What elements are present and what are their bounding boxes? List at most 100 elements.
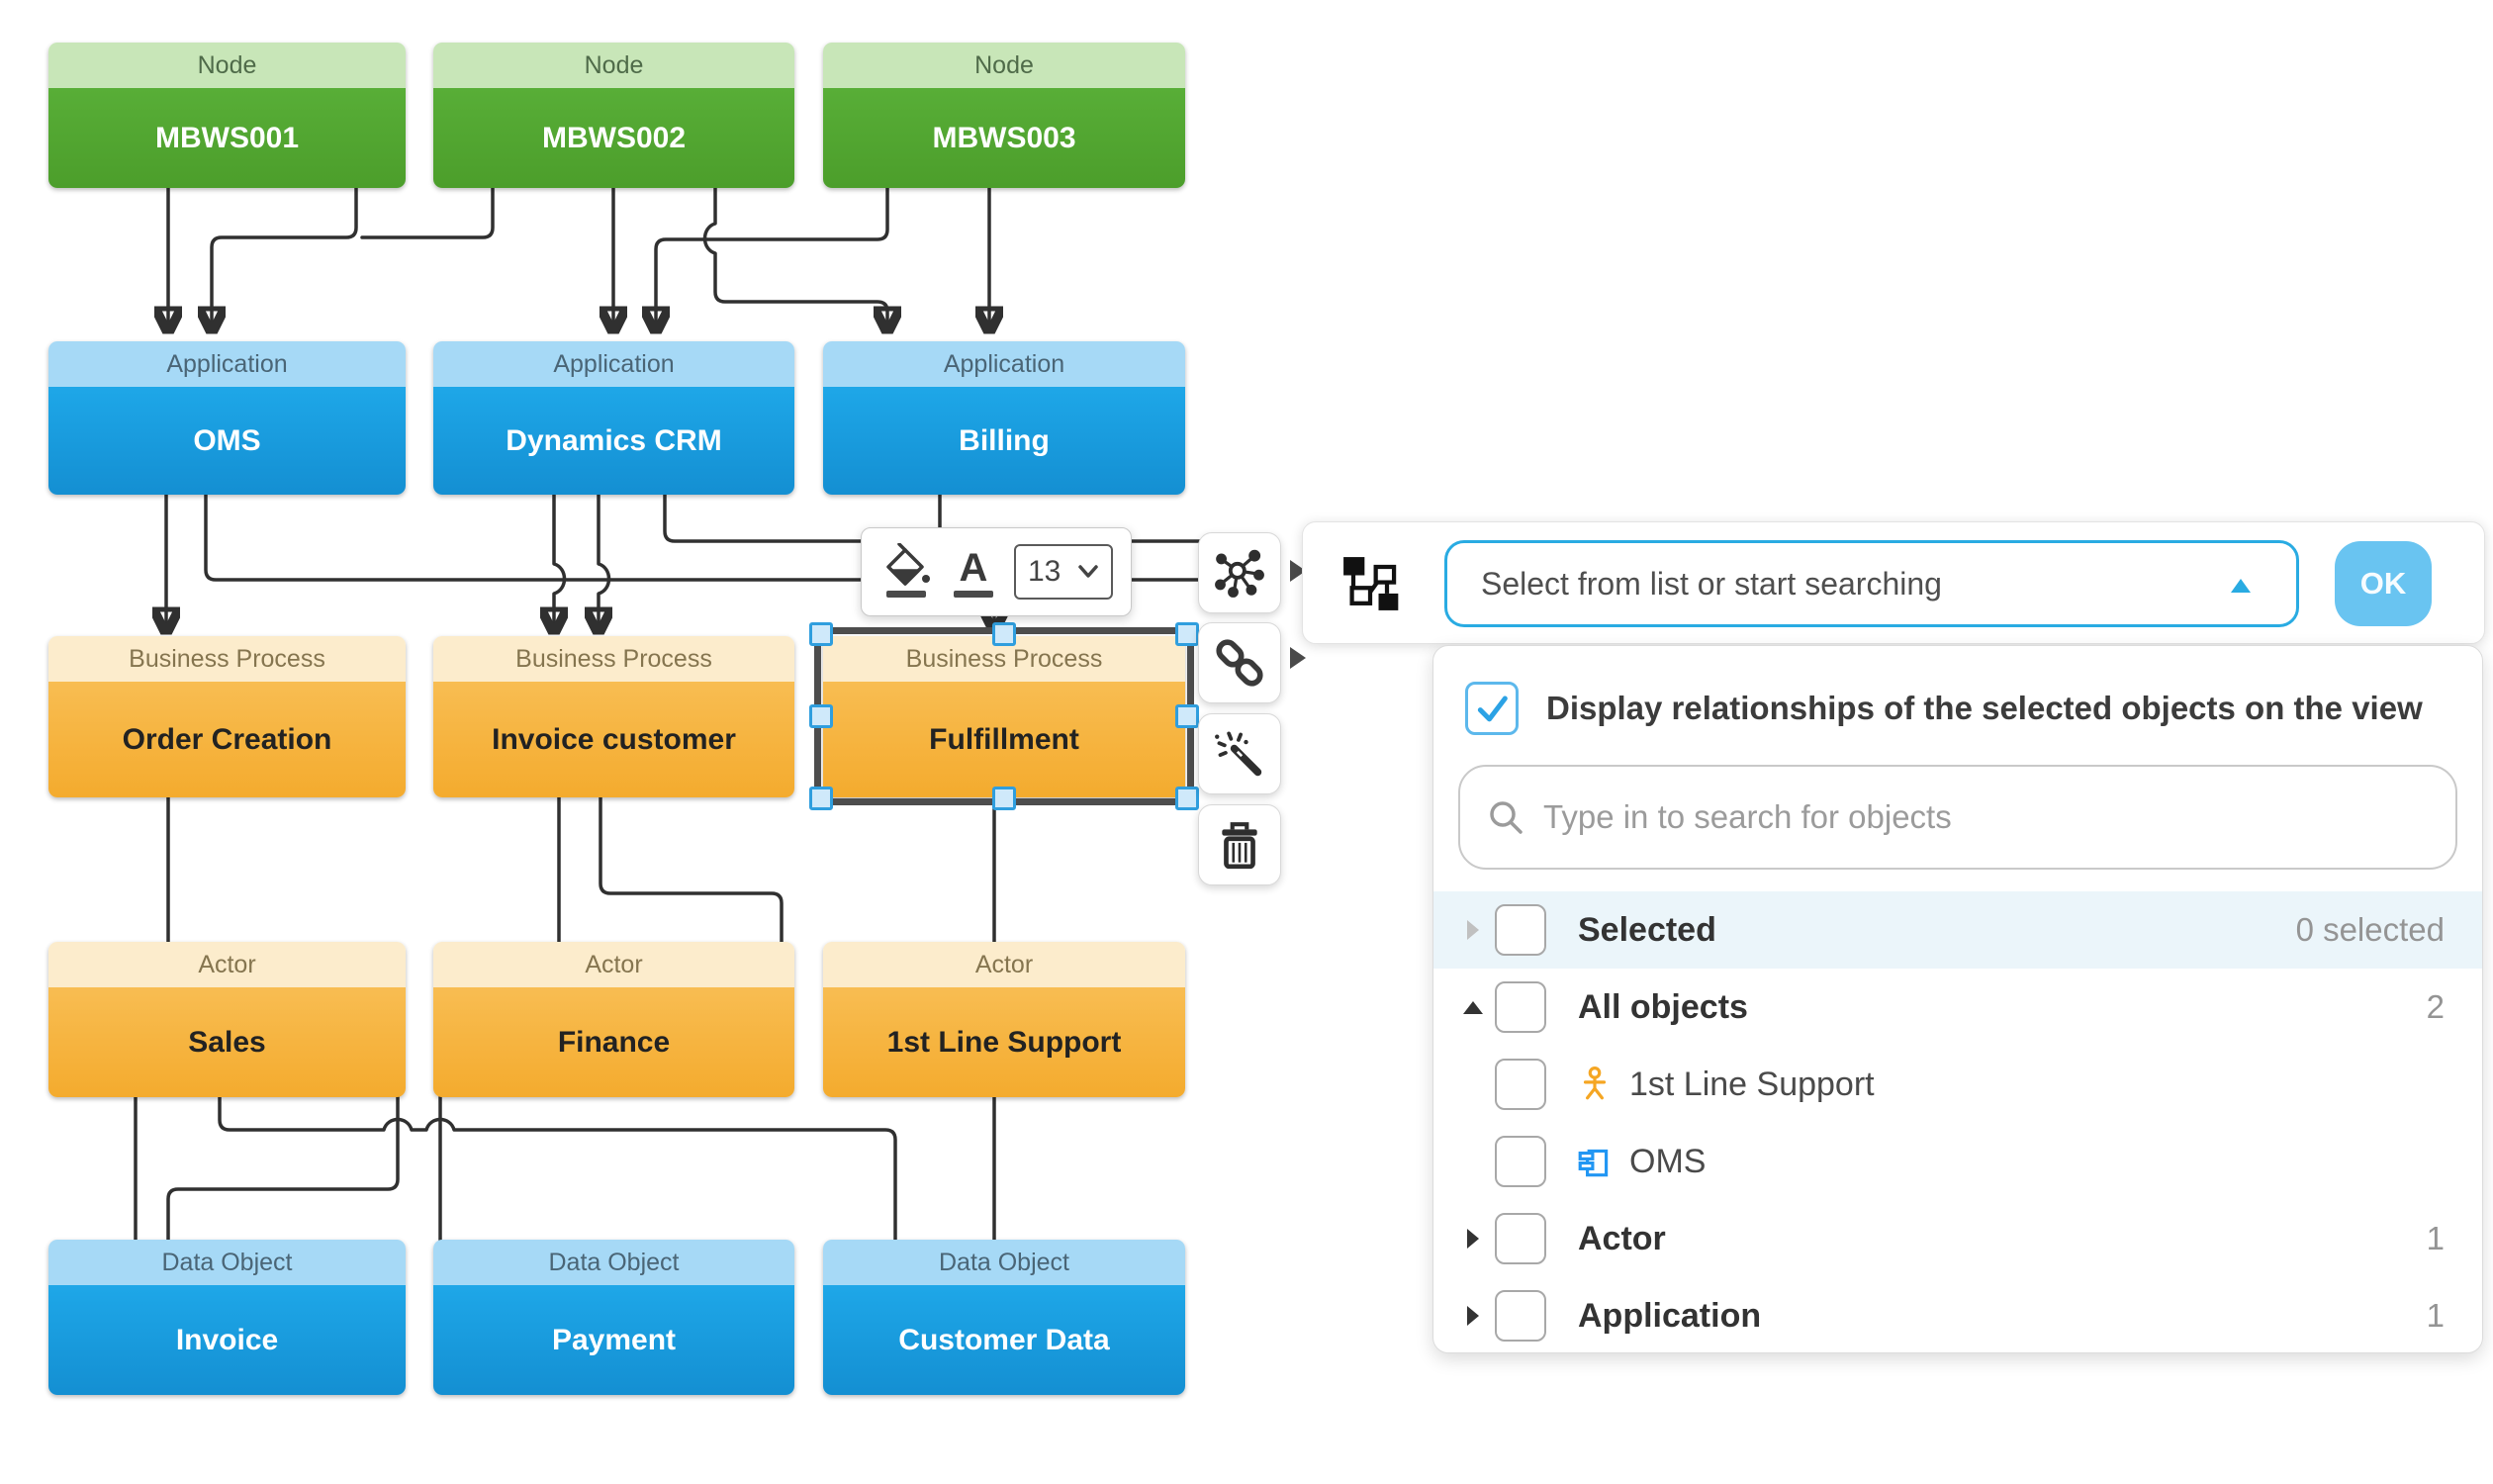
trash-icon bbox=[1222, 822, 1257, 870]
box-type-label: Application bbox=[433, 341, 794, 387]
tree-count: 2 bbox=[2426, 988, 2445, 1025]
tree-label: Selected bbox=[1578, 910, 1716, 949]
tree-checkbox[interactable] bbox=[1495, 1290, 1546, 1342]
tree-label: 1st Line Support bbox=[1629, 1065, 1875, 1103]
tree-checkbox[interactable] bbox=[1495, 1059, 1546, 1110]
app-oms[interactable]: Application OMS bbox=[48, 341, 406, 495]
box-type-label: Data Object bbox=[433, 1240, 794, 1285]
node-mbws003[interactable]: Node MBWS003 bbox=[823, 43, 1185, 188]
tree-row-1st-line-support[interactable]: 1st Line Support bbox=[1433, 1046, 2482, 1123]
display-relationships-row: Display relationships of the selected ob… bbox=[1465, 682, 2423, 735]
tree-checkbox[interactable] bbox=[1495, 1213, 1546, 1264]
box-type-label: Node bbox=[48, 43, 406, 88]
box-title: MBWS001 bbox=[48, 88, 406, 188]
tree-label: OMS bbox=[1629, 1142, 1707, 1180]
node-mbws001[interactable]: Node MBWS001 bbox=[48, 43, 406, 188]
link-button[interactable] bbox=[1198, 622, 1281, 703]
actor-sales[interactable]: Actor Sales bbox=[48, 942, 406, 1097]
data-object-customer-data[interactable]: Data Object Customer Data bbox=[823, 1240, 1185, 1395]
application-component-icon bbox=[1578, 1149, 1609, 1177]
tree-count: 0 selected bbox=[2295, 911, 2445, 948]
process-fulfillment-selected[interactable]: Business Process Fulfillment bbox=[823, 636, 1185, 797]
object-select-bar: Select from list or start searching OK bbox=[1302, 521, 2485, 644]
link-flyout-arrow-icon[interactable] bbox=[1290, 647, 1306, 669]
display-relationships-checkbox[interactable] bbox=[1465, 682, 1519, 735]
magic-wand-button[interactable] bbox=[1198, 713, 1281, 794]
box-type-label: Application bbox=[823, 341, 1185, 387]
tree-label: Actor bbox=[1578, 1219, 1666, 1257]
box-title: Billing bbox=[823, 387, 1185, 495]
sitemap-icon bbox=[1343, 557, 1399, 610]
svg-text:A: A bbox=[960, 546, 988, 590]
box-title: Invoice customer bbox=[433, 682, 794, 797]
box-title: OMS bbox=[48, 387, 406, 495]
box-type-label: Business Process bbox=[823, 636, 1185, 682]
select-placeholder: Select from list or start searching bbox=[1481, 565, 1942, 602]
font-size-select[interactable]: 13 bbox=[1014, 544, 1113, 600]
box-title: Dynamics CRM bbox=[433, 387, 794, 495]
box-type-label: Actor bbox=[823, 942, 1185, 987]
tree-row-all-objects[interactable]: All objects 2 bbox=[1433, 969, 2482, 1046]
delete-button[interactable] bbox=[1198, 804, 1281, 885]
font-size-value: 13 bbox=[1028, 555, 1062, 588]
box-title: Payment bbox=[433, 1285, 794, 1395]
relationships-button[interactable] bbox=[1198, 532, 1281, 613]
data-object-invoice[interactable]: Data Object Invoice bbox=[48, 1240, 406, 1395]
caret-right-icon[interactable] bbox=[1465, 918, 1481, 942]
object-search-field[interactable] bbox=[1458, 765, 2457, 870]
caret-right-icon[interactable] bbox=[1465, 1227, 1481, 1251]
tree-row-actor[interactable]: Actor 1 bbox=[1433, 1200, 2482, 1277]
tree-label: Application bbox=[1578, 1296, 1762, 1335]
app-billing[interactable]: Application Billing bbox=[823, 341, 1185, 495]
caret-up-icon[interactable] bbox=[1461, 998, 1485, 1016]
actor-1st-line-support[interactable]: Actor 1st Line Support bbox=[823, 942, 1185, 1097]
box-type-label: Application bbox=[48, 341, 406, 387]
box-title: Fulfillment bbox=[823, 682, 1185, 797]
box-title: Customer Data bbox=[823, 1285, 1185, 1395]
app-dynamics-crm[interactable]: Application Dynamics CRM bbox=[433, 341, 794, 495]
object-select-dropdown[interactable]: Select from list or start searching bbox=[1444, 540, 2299, 627]
link-icon bbox=[1216, 639, 1263, 687]
tree-checkbox[interactable] bbox=[1495, 1136, 1546, 1187]
search-icon bbox=[1490, 801, 1523, 834]
actor-icon bbox=[1583, 1067, 1607, 1100]
tree-count: 1 bbox=[2426, 1220, 2445, 1256]
node-mbws002[interactable]: Node MBWS002 bbox=[433, 43, 794, 188]
tree-row-application[interactable]: Application 1 bbox=[1433, 1277, 2482, 1352]
data-object-payment[interactable]: Data Object Payment bbox=[433, 1240, 794, 1395]
box-title: MBWS002 bbox=[433, 88, 794, 188]
box-title: Invoice bbox=[48, 1285, 406, 1395]
box-type-label: Node bbox=[433, 43, 794, 88]
ok-button[interactable]: OK bbox=[2335, 541, 2432, 626]
relationships-graph-icon bbox=[1215, 549, 1264, 598]
checkmark-icon bbox=[1477, 696, 1508, 722]
process-order-creation[interactable]: Business Process Order Creation bbox=[48, 636, 406, 797]
font-color-button[interactable]: A bbox=[951, 543, 996, 601]
font-color-icon: A bbox=[954, 546, 993, 598]
box-title: MBWS003 bbox=[823, 88, 1185, 188]
chevron-down-icon bbox=[1078, 565, 1098, 578]
tree-checkbox[interactable] bbox=[1495, 981, 1546, 1033]
paint-bucket-icon bbox=[886, 543, 930, 598]
box-title: Finance bbox=[433, 987, 794, 1097]
collapse-up-triangle-icon bbox=[2231, 579, 2251, 593]
tree-row-selected[interactable]: Selected 0 selected bbox=[1433, 891, 2482, 969]
fill-color-button[interactable] bbox=[879, 543, 933, 601]
box-type-label: Data Object bbox=[823, 1240, 1185, 1285]
box-type-label: Node bbox=[823, 43, 1185, 88]
process-invoice-customer[interactable]: Business Process Invoice customer bbox=[433, 636, 794, 797]
tree-count: 1 bbox=[2426, 1297, 2445, 1334]
format-toolbar: A 13 bbox=[861, 527, 1132, 616]
box-type-label: Business Process bbox=[48, 636, 406, 682]
box-type-label: Data Object bbox=[48, 1240, 406, 1285]
actor-finance[interactable]: Actor Finance bbox=[433, 942, 794, 1097]
box-type-label: Actor bbox=[48, 942, 406, 987]
caret-right-icon[interactable] bbox=[1465, 1304, 1481, 1328]
tree-checkbox[interactable] bbox=[1495, 904, 1546, 956]
magic-wand-icon bbox=[1215, 731, 1262, 777]
box-title: Sales bbox=[48, 987, 406, 1097]
tree-row-oms[interactable]: OMS bbox=[1433, 1123, 2482, 1200]
box-type-label: Actor bbox=[433, 942, 794, 987]
search-input[interactable] bbox=[1543, 798, 2430, 836]
